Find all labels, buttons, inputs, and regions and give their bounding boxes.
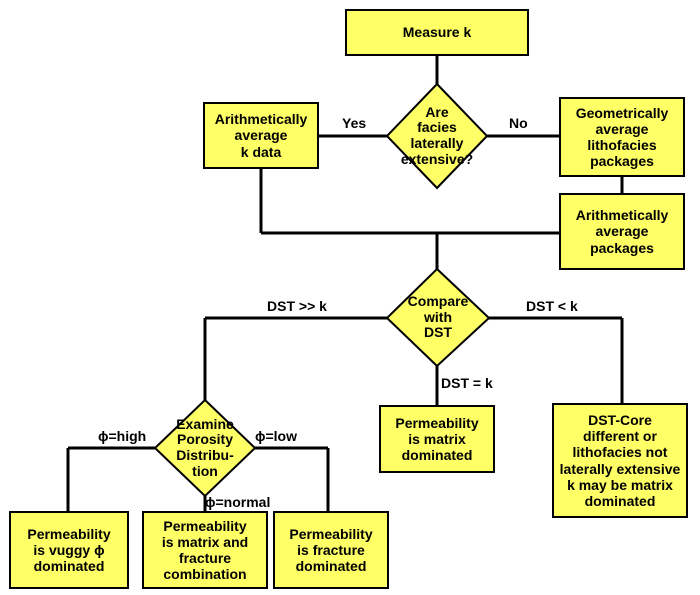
perm-vuggy-box — [9, 511, 129, 589]
facies-diamond — [385, 82, 489, 190]
edge-label-dst-gg-k: DST >> k — [267, 297, 327, 314]
measure-k-box — [345, 9, 529, 56]
edge-label-no: No — [509, 114, 528, 131]
geom-lithofacies-label: Geometrically average lithofacies packag… — [575, 104, 669, 170]
node-shapes — [9, 9, 688, 589]
perm-matrix-label: Permeability is matrix dominated — [395, 414, 479, 464]
perm-fracture-label: Permeability is fracture dominated — [289, 525, 373, 575]
edge-label-yes: Yes — [342, 114, 367, 131]
perm-fracture-box — [273, 511, 389, 589]
arith-k-data-label: Arithmetically average k data — [214, 111, 308, 160]
examine-porosity-label: Examine Porosity Distribu- tion — [176, 415, 234, 479]
arith-k-data-box — [203, 102, 319, 169]
geom-lithofacies-box — [559, 97, 685, 177]
examine-porosity-diamond — [153, 398, 257, 498]
edge-label-phi-high: ϕ=high — [98, 427, 147, 444]
dst-core-label: DST-Core different or lithofacies not la… — [559, 412, 681, 509]
edge-label-dst-lt-k: DST < k — [526, 297, 578, 314]
perm-matrix-fracture-box — [142, 511, 268, 589]
edge-label-phi-normal: ϕ=normal — [205, 493, 271, 510]
connector-lines — [66, 55, 624, 512]
perm-matrix-box — [379, 405, 495, 473]
edge-label-phi-low: ϕ=low — [255, 427, 297, 444]
perm-matrix-fracture-label: Permeability is matrix and fracture comb… — [161, 517, 249, 583]
dst-core-box — [552, 403, 688, 518]
compare-dst-diamond — [385, 267, 491, 368]
arith-packages-box — [559, 193, 685, 270]
arith-packages-label: Arithmetically average packages — [575, 207, 669, 256]
perm-vuggy-label: Permeability is vuggy ϕ dominated — [27, 525, 111, 575]
facies-question-label: Are facies laterally extensive? — [400, 103, 474, 167]
edge-label-dst-eq-k: DST = k — [441, 374, 493, 391]
measure-k-label: Measure k — [402, 24, 472, 41]
compare-dst-label: Compare with DST — [407, 292, 469, 341]
